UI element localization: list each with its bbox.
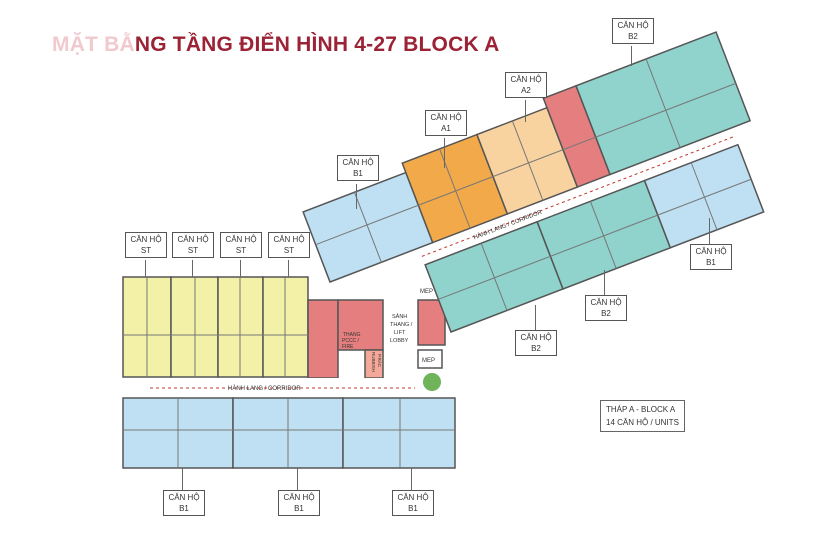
mep-label-upper: MEP (420, 289, 433, 295)
garden (423, 373, 441, 391)
unit-label-prefix: CĂN HỘ (590, 298, 622, 307)
unit-label: CĂN HỘ B1 (690, 244, 732, 270)
unit-label: CĂN HỘ B1 (392, 490, 434, 516)
unit-label-prefix: CĂN HỘ (510, 75, 542, 84)
mep-label: MEP (422, 358, 435, 364)
leader-line (240, 260, 241, 277)
unit-label-code: B2 (531, 344, 541, 353)
unit-label-code: B1 (408, 504, 418, 513)
unit-label-prefix: CĂN HỘ (617, 21, 649, 30)
unit-label-code: A1 (441, 124, 451, 133)
unit-label: CĂN HỘ ST (172, 232, 214, 258)
unit-label-code: B1 (353, 169, 363, 178)
unit-label: CĂN HỘ ST (268, 232, 310, 258)
unit-label-code: ST (283, 246, 295, 255)
unit-label-prefix: CĂN HỘ (695, 247, 727, 256)
block-info-box: THÁP A - BLOCK A 14 CĂN HỘ / UNITS (600, 400, 685, 432)
unit-label-code: ST (187, 246, 199, 255)
leader-line (631, 46, 632, 66)
unit-label-code: B1 (706, 258, 716, 267)
unit-label: CĂN HỘ A1 (425, 110, 467, 136)
unit-label: CĂN HỘ B1 (163, 490, 205, 516)
leader-line (444, 138, 445, 168)
page-title: MẶT BẰNG TẦNG ĐIỂN HÌNH 4-27 BLOCK A (52, 33, 500, 56)
fire-stair (337, 299, 384, 351)
unit-label-prefix: CĂN HỘ (283, 493, 315, 502)
unit-label-prefix: CĂN HỘ (168, 493, 200, 502)
leader-line (356, 184, 357, 209)
unit-label: CĂN HỘ ST (125, 232, 167, 258)
unit-label-prefix: CĂN HỘ (520, 333, 552, 342)
unit-label: CĂN HỘ B2 (612, 18, 654, 44)
unit-label-prefix: CĂN HỘ (225, 235, 257, 244)
leader-line (145, 260, 146, 277)
unit-label-prefix: CĂN HỘ (342, 158, 374, 167)
leader-line (288, 260, 289, 277)
unit-label-prefix: CĂN HỘ (430, 113, 462, 122)
unit-label: CĂN HỘ B2 (585, 295, 627, 321)
mep-room (417, 349, 443, 369)
unit-label-prefix: CĂN HỘ (273, 235, 305, 244)
unit-b1-3 (342, 397, 456, 469)
unit-label-code: B1 (294, 504, 304, 513)
leader-line (525, 100, 526, 122)
unit-label-prefix: CĂN HỘ (130, 235, 162, 244)
leader-line (411, 468, 412, 490)
leader-line (297, 468, 298, 490)
unit-label: CĂN HỘ B2 (515, 330, 557, 356)
unit-label: CĂN HỘ ST (220, 232, 262, 258)
leader-line (192, 260, 193, 277)
unit-label-code: B2 (601, 309, 611, 318)
unit-label-code: ST (235, 246, 247, 255)
rubbish-label: P.RÁCRUBBISH (371, 352, 383, 372)
unit-label: CĂN HỘ A2 (505, 72, 547, 98)
unit-label-code: B1 (179, 504, 189, 513)
leader-line (709, 218, 710, 244)
leader-line (182, 468, 183, 490)
corridor-lower-label: HÀNH LANG / CORRIDOR (228, 385, 301, 392)
unit-label-code: A2 (521, 86, 531, 95)
unit-label-code: ST (140, 246, 152, 255)
leader-line (604, 270, 605, 295)
unit-label-prefix: CĂN HỘ (397, 493, 429, 502)
unit-label: CĂN HỘ B1 (337, 155, 379, 181)
unit-label-prefix: CĂN HỘ (177, 235, 209, 244)
upper-wing: HÀNH LANG / CORRIDOR (302, 31, 765, 333)
unit-label-code: B2 (628, 32, 638, 41)
leader-line (535, 305, 536, 330)
lower-wing (122, 276, 456, 469)
unit-label: CĂN HỘ B1 (278, 490, 320, 516)
lift-right (417, 299, 446, 346)
core-stair (307, 299, 339, 379)
